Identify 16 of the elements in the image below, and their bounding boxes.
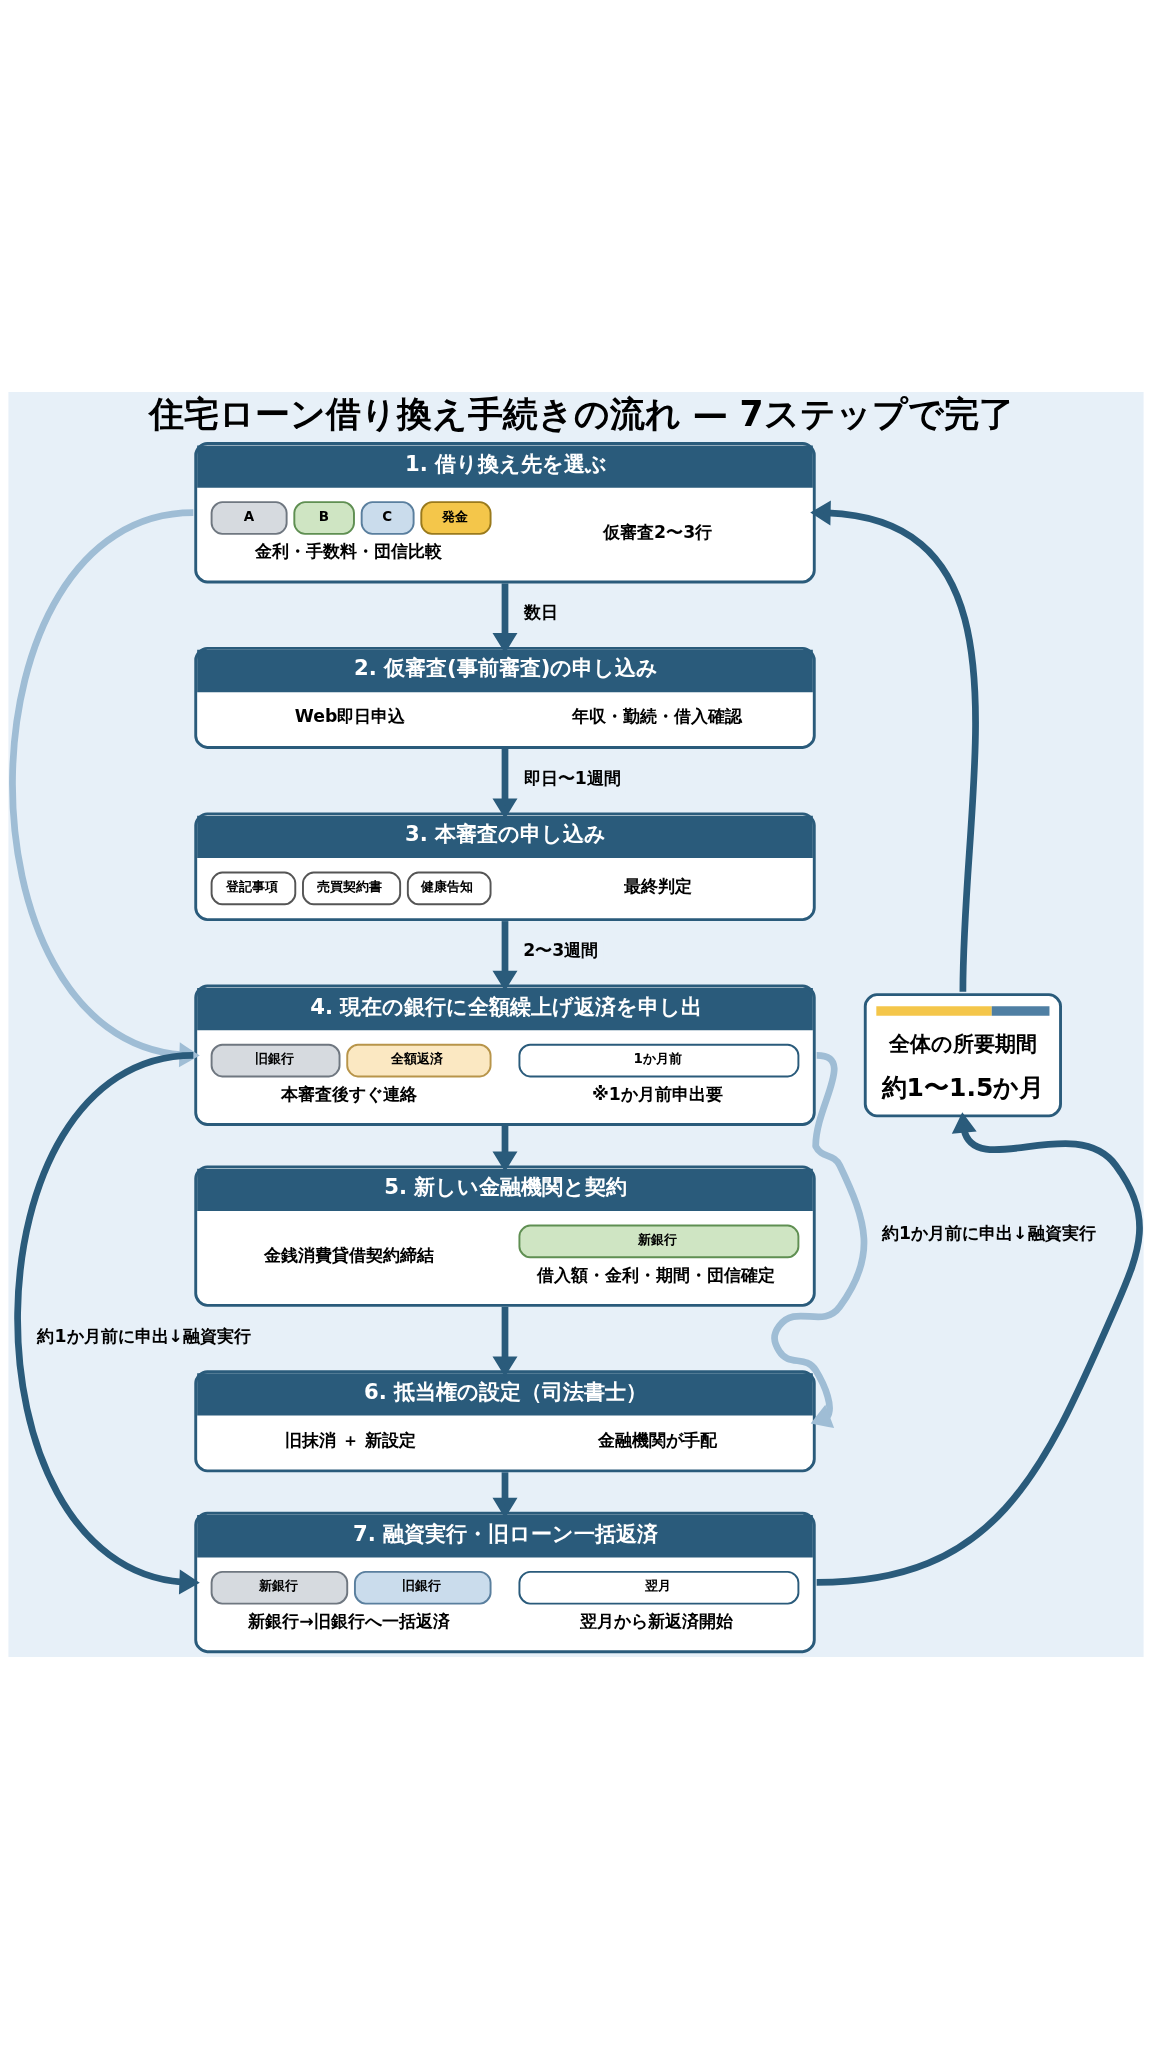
arrow [492,1471,518,1518]
arrow [810,500,979,992]
arrow [14,1051,200,1594]
arrow [492,920,518,991]
arrow [816,1111,1143,1586]
arrow [492,748,518,819]
arrow [771,1051,868,1428]
edge-label: 約1か月前に申出↓融資実行 [37,1325,252,1346]
arrow [492,1306,518,1377]
arrow [492,582,518,653]
diagram-title: 住宅ローン借り換え手続きの流れ — 7ステップで完了 [148,393,1014,434]
edge-label: 約1か月前に申出↓融資実行 [882,1222,1096,1243]
edge-label: 2〜3週間 [523,939,599,960]
arrow [492,1125,518,1172]
edge-label: 数日 [523,601,558,622]
edge-label: 即日〜1週間 [523,767,621,788]
